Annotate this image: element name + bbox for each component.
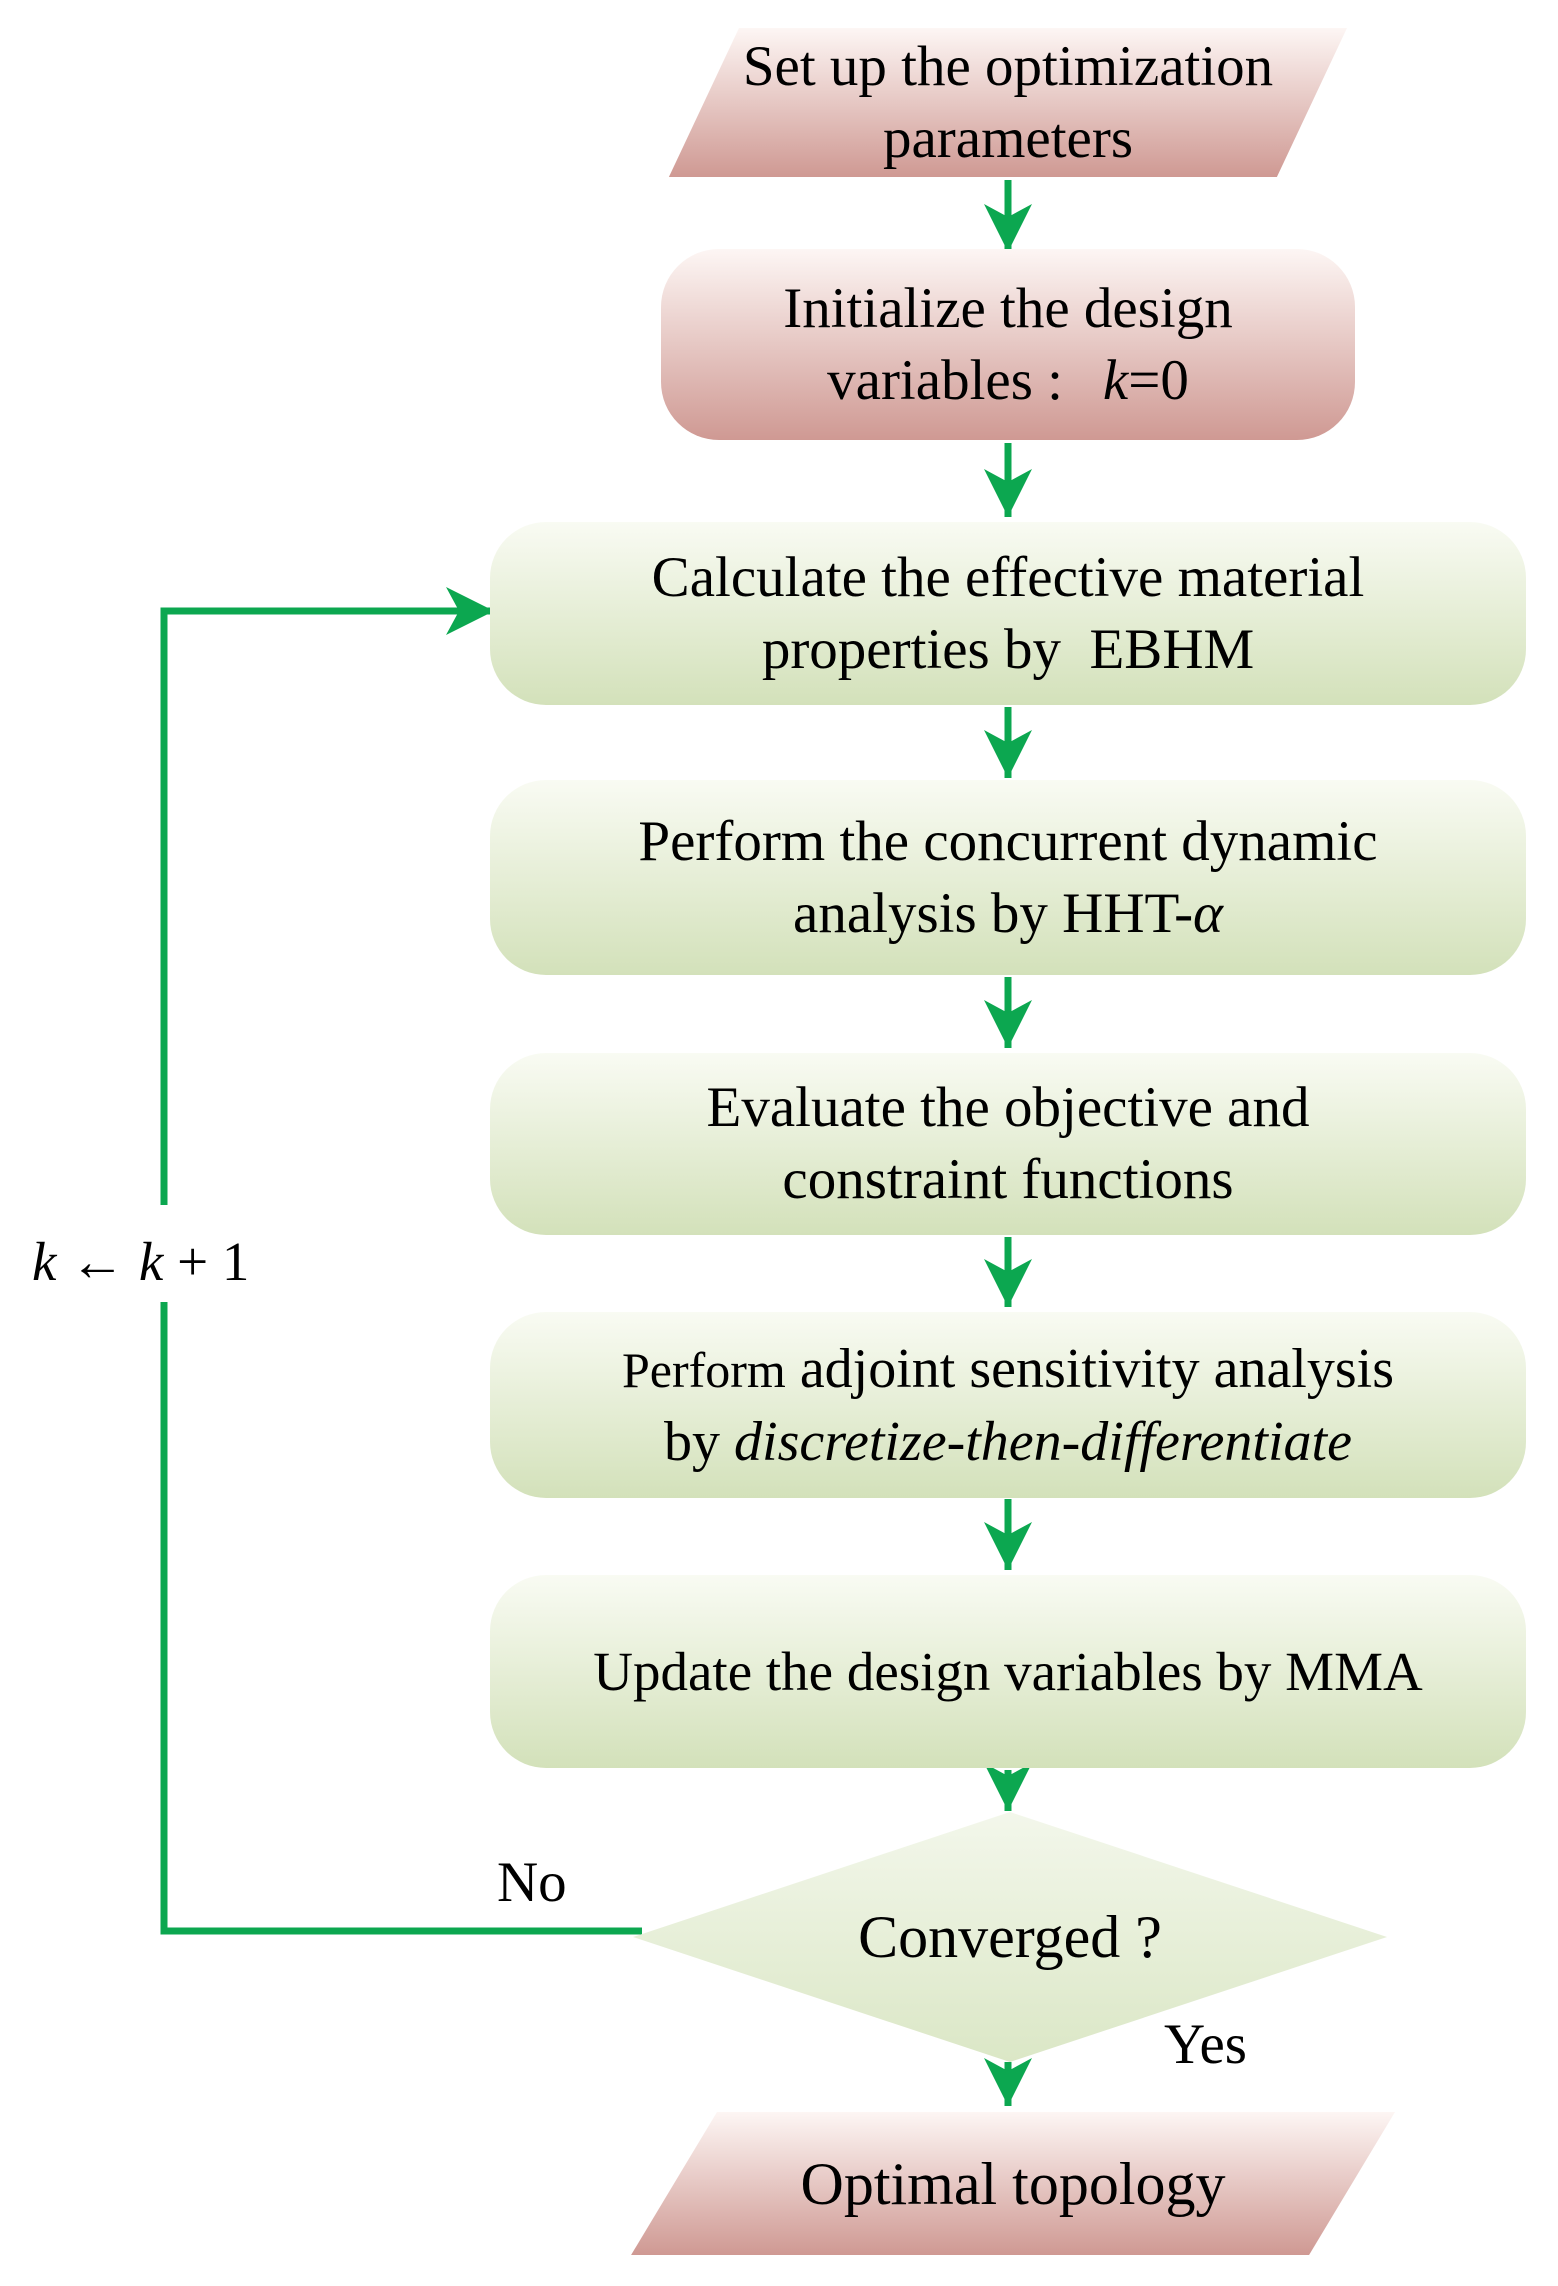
evaluate-line1: Evaluate the objective and xyxy=(706,1076,1310,1139)
node-update-mma: Update the design variables by MMA xyxy=(490,1575,1526,1768)
initialize-line1: Initialize the design xyxy=(783,276,1233,340)
discretize-then-differentiate-phrase: discretize-then-differentiate xyxy=(734,1410,1352,1473)
evaluate-line2: constraint functions xyxy=(782,1148,1234,1211)
hht-line2: analysis by HHT-α xyxy=(793,881,1223,945)
optimal-label: Optimal topology xyxy=(800,2150,1226,2217)
k-variable: k xyxy=(1102,348,1129,412)
node-evaluate: Evaluate the objective and constraint fu… xyxy=(490,1053,1526,1235)
converged-label: Converged ? xyxy=(858,1903,1162,1970)
alpha-symbol: α xyxy=(1193,881,1223,945)
node-optimal-topology: Optimal topology xyxy=(631,2112,1395,2255)
adjoint-line2: by discretize-then-differentiate xyxy=(664,1410,1352,1473)
feedback-line-upper xyxy=(160,587,494,1205)
label-yes: Yes xyxy=(1164,2013,1247,2076)
node-adjoint: Perform adjoint sensitivity analysis by … xyxy=(490,1312,1526,1498)
initialize-line2: variables : k=0 xyxy=(827,348,1189,412)
assign-arrow-glyph: ← xyxy=(56,1231,139,1292)
adjoint-line1: Perform adjoint sensitivity analysis xyxy=(621,1337,1395,1400)
node-hht-analysis: Perform the concurrent dynamic analysis … xyxy=(490,780,1526,975)
ebhm-line2: properties by EBHM xyxy=(761,617,1255,681)
hht-line1: Perform the concurrent dynamic xyxy=(638,809,1378,873)
converged-diamond-shape xyxy=(633,1812,1387,2062)
node-ebhm: Calculate the effective material propert… xyxy=(490,522,1526,705)
node-setup-params: Set up the optimization parameters xyxy=(668,28,1347,177)
node-converged-decision: Converged ? xyxy=(633,1812,1387,2062)
setup-line2: parameters xyxy=(882,106,1133,170)
ebhm-line1: Calculate the effective material xyxy=(651,545,1365,609)
label-k-increment: k ← k + 1 xyxy=(32,1231,250,1292)
setup-line1: Set up the optimization xyxy=(742,34,1274,98)
node-initialize: Initialize the design variables : k=0 xyxy=(661,249,1355,440)
label-no: No xyxy=(497,1851,567,1914)
update-line1: Update the design variables by MMA xyxy=(593,1640,1423,1702)
